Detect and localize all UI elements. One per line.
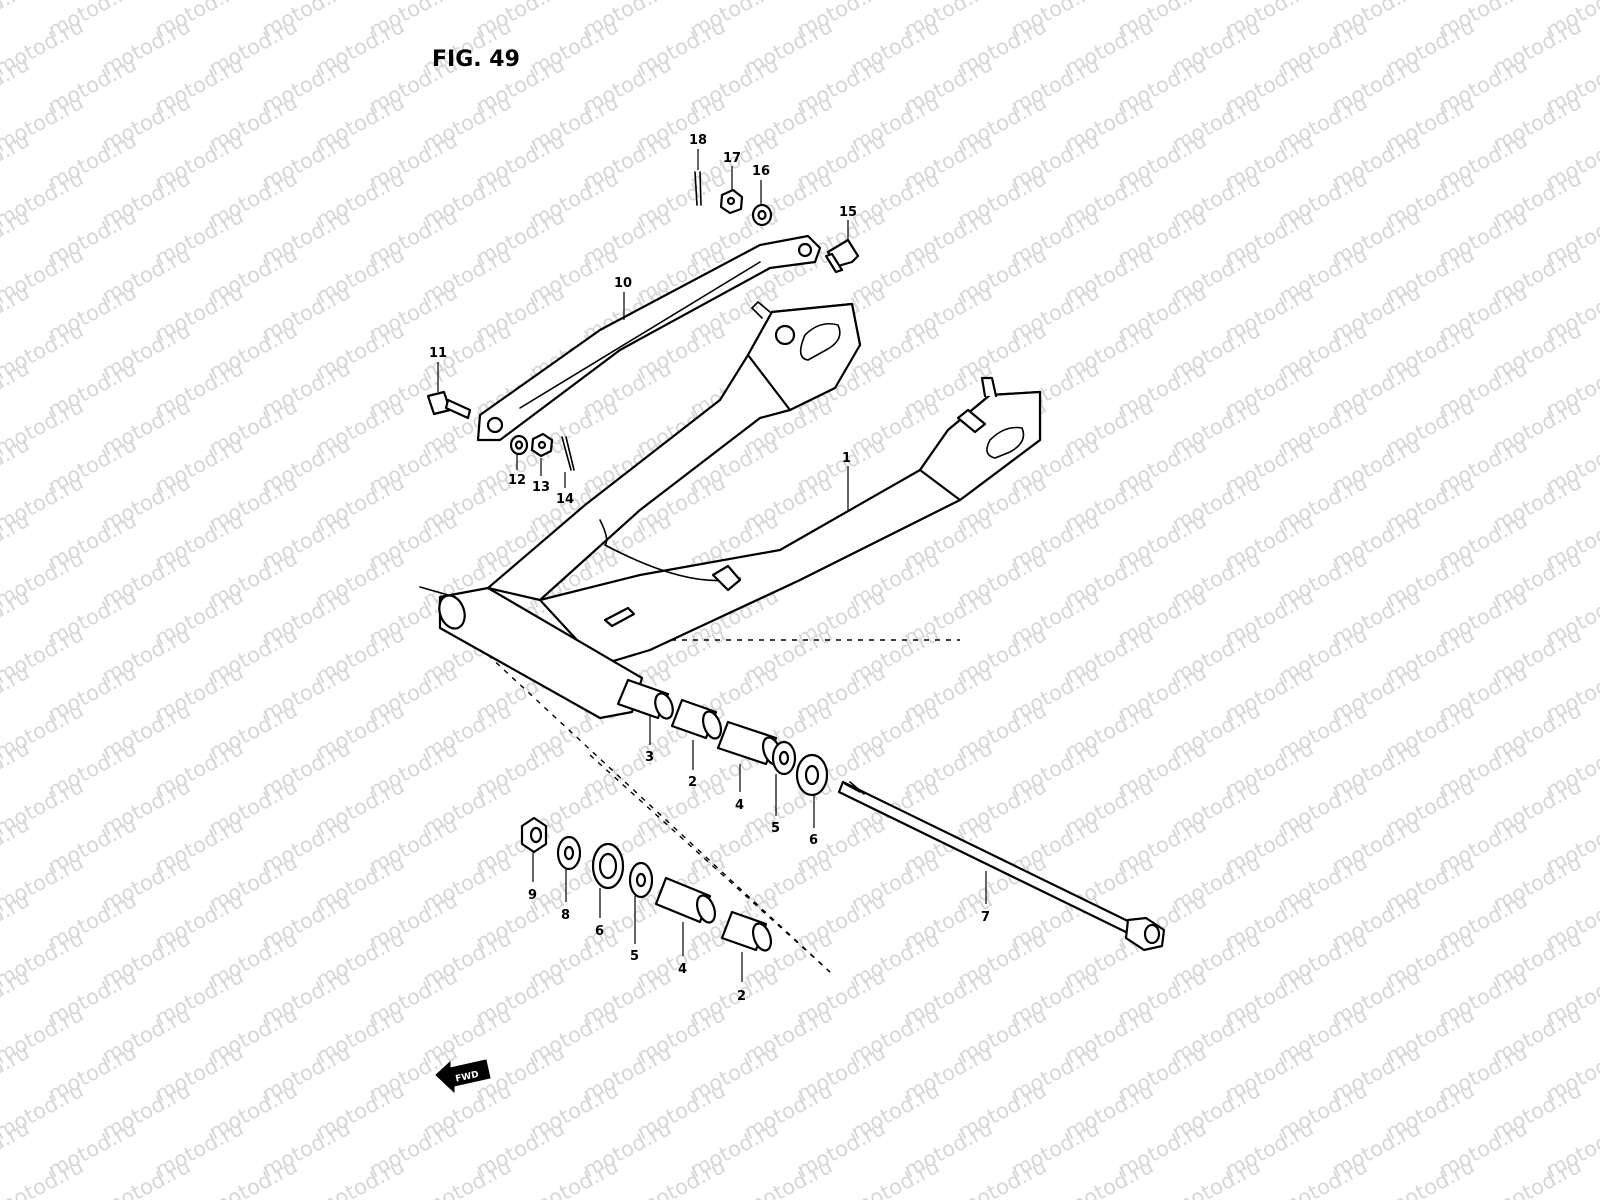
callout-9: 9 [528, 852, 537, 903]
watermark-text: motod.ru [98, 1154, 194, 1200]
callout-10: 10 [614, 276, 632, 320]
callout-17: 17 [723, 151, 741, 190]
torque-arm [476, 234, 822, 442]
nut-17 [719, 188, 744, 215]
callout-2a-label: 2 [688, 775, 697, 790]
watermark-text: motod.ru [472, 1192, 568, 1200]
watermark-text: motod.ru [1596, 1154, 1600, 1200]
watermark-text: motod.ru [793, 1192, 889, 1200]
watermark-text: motod.ru [526, 1154, 622, 1200]
watermark-text: motod.ru [1114, 1192, 1210, 1200]
callout-3: 3 [645, 716, 654, 765]
callout-17-label: 17 [723, 151, 741, 166]
nut-13 [530, 432, 554, 458]
watermark-text: motod.ru [686, 1192, 782, 1200]
callout-6b-label: 6 [595, 924, 604, 939]
callout-4b: 4 [678, 922, 687, 977]
callout-14: 14 [556, 472, 574, 507]
watermark-text: motod.ru [365, 1192, 461, 1200]
callout-3-label: 3 [645, 750, 654, 765]
callout-2b: 2 [737, 952, 746, 1004]
fwd-arrow-icon: FWD [435, 1059, 491, 1094]
pivot-axle-7 [837, 780, 1166, 952]
spacer-4-upper [716, 720, 778, 766]
watermark-text: motod.ru [1007, 1192, 1103, 1200]
callout-12-label: 12 [508, 473, 526, 488]
spacer-4-lower [654, 876, 712, 924]
watermark-text: motod.ru [1435, 1192, 1531, 1200]
watermark-text: motod.ru [44, 1192, 140, 1200]
watermark-text: motod.ru [633, 1154, 729, 1200]
watermark-text: motod.ru [258, 1192, 354, 1200]
watermark-text: motod.ru [205, 1154, 301, 1200]
cotter-pin-14 [561, 436, 575, 471]
callout-8-label: 8 [561, 908, 570, 923]
watermark-text: motod.ru [579, 1192, 675, 1200]
watermark-text: motod.ru [312, 1154, 408, 1200]
washer-16 [751, 203, 773, 227]
cotter-pin-18 [694, 171, 702, 206]
watermark-text: motod.ru [1328, 1192, 1424, 1200]
callout-6a-label: 6 [809, 833, 818, 848]
callout-15-label: 15 [839, 205, 857, 220]
callout-4a-label: 4 [735, 798, 744, 813]
callout-8: 8 [561, 869, 570, 923]
callout-1: 1 [842, 451, 851, 510]
bolt-11 [426, 390, 472, 420]
callout-5a-label: 5 [771, 821, 780, 836]
callout-10-label: 10 [614, 276, 632, 291]
watermark-text: motod.ru [954, 1154, 1050, 1200]
fwd-label: FWD [455, 1070, 480, 1085]
callout-11-label: 11 [429, 346, 447, 361]
watermark-text: motod.ru [0, 1192, 33, 1200]
callout-16: 16 [752, 164, 770, 204]
bolt-15 [824, 238, 860, 274]
callout-6b: 6 [595, 888, 604, 939]
callout-4b-label: 4 [678, 962, 687, 977]
watermark-text: motod.ru [900, 1192, 996, 1200]
pivot-parts-lower [520, 816, 773, 952]
callout-15: 15 [839, 205, 857, 240]
callout-4a: 4 [735, 764, 744, 813]
callout-2a: 2 [688, 740, 697, 790]
watermark-text: motod.ru [419, 1154, 515, 1200]
callout-5a: 5 [771, 774, 780, 836]
callout-7: 7 [981, 871, 990, 925]
callout-2b-label: 2 [737, 989, 746, 1004]
watermark-text: motod.ru [0, 0, 33, 42]
callout-14-label: 14 [556, 492, 574, 507]
callout-16-label: 16 [752, 164, 770, 179]
watermark-text: motod.ru [1061, 1154, 1157, 1200]
callout-11: 11 [429, 346, 447, 392]
callout-5b: 5 [630, 896, 639, 964]
swing-arm [419, 300, 1042, 720]
callout-1-label: 1 [842, 451, 851, 466]
callout-13: 13 [532, 458, 550, 495]
watermark-text: motod.ru [151, 1192, 247, 1200]
watermark-text: motod.ru [1221, 1192, 1317, 1200]
watermark-text: motod.ru [740, 1154, 836, 1200]
callout-9-label: 9 [528, 888, 537, 903]
callout-5b-label: 5 [630, 949, 639, 964]
washer-12 [509, 434, 529, 456]
watermark-text: motod.ru [1168, 1154, 1264, 1200]
callout-6a: 6 [809, 795, 818, 848]
callout-18: 18 [689, 133, 707, 170]
watermark-text: motod.ru [1489, 1154, 1585, 1200]
watermark-text: motod.ru [1275, 1154, 1371, 1200]
callout-18-label: 18 [689, 133, 707, 148]
callout-labels: 1 2 2 3 4 4 5 5 6 6 7 8 9 10 11 12 13 14… [429, 133, 990, 1004]
callout-7-label: 7 [981, 910, 990, 925]
watermark-text: motod.ru [1382, 1154, 1478, 1200]
explode-guide-lines [487, 639, 960, 973]
callout-12: 12 [508, 455, 526, 488]
watermark-text: motod.ru [847, 1154, 943, 1200]
pivot-parts-upper [616, 678, 829, 797]
callout-13-label: 13 [532, 480, 550, 495]
figure-title: FIG. 49 [432, 47, 520, 72]
